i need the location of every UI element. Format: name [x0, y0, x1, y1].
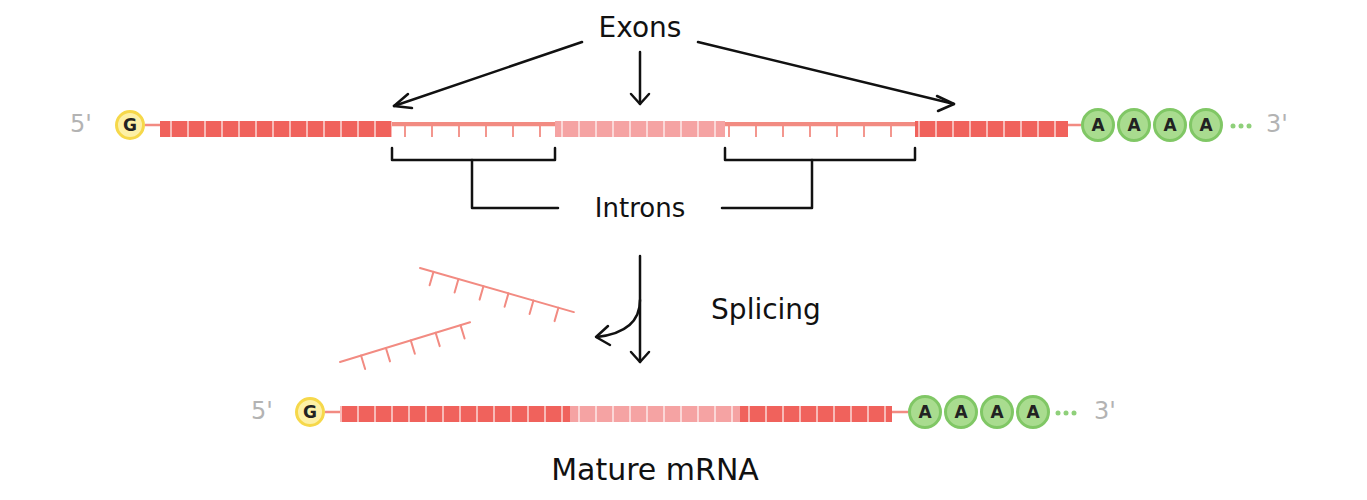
poly-a-circle: A [908, 395, 942, 429]
exons-label: Exons [599, 14, 682, 42]
node-text: A [1026, 404, 1039, 421]
node-text: A [1199, 117, 1212, 134]
poly-a-circle: A [1081, 108, 1115, 142]
title-label: Mature mRNA [551, 455, 759, 485]
end-label: 5' [70, 112, 92, 136]
end-label: 5' [251, 399, 273, 423]
excised-intron [416, 268, 574, 326]
splicing-label: Splicing [711, 296, 821, 324]
poly-a-circle: A [1016, 395, 1050, 429]
node-text: A [990, 404, 1003, 421]
node-text: A [1127, 117, 1140, 134]
cap-circle: G [295, 397, 325, 427]
node-text: A [1163, 117, 1176, 134]
excised-intron [340, 322, 474, 375]
poly-a-circle: A [1153, 108, 1187, 142]
node-text: A [954, 404, 967, 421]
node-text: A [918, 404, 931, 421]
node-text: G [303, 404, 317, 421]
splicing-arrows [596, 256, 649, 362]
end-label: 3' [1094, 399, 1116, 423]
poly-a-circle: A [1117, 108, 1151, 142]
end-label: 3' [1266, 112, 1288, 136]
poly-a-circle: A [980, 395, 1014, 429]
node-text: A [1091, 117, 1104, 134]
introns-label: Introns [595, 195, 685, 221]
exon-arrows [394, 42, 954, 111]
cap-circle: G [115, 110, 145, 140]
poly-a-circle: A [944, 395, 978, 429]
poly-a-circle: A [1189, 108, 1223, 142]
node-text: G [123, 117, 137, 134]
